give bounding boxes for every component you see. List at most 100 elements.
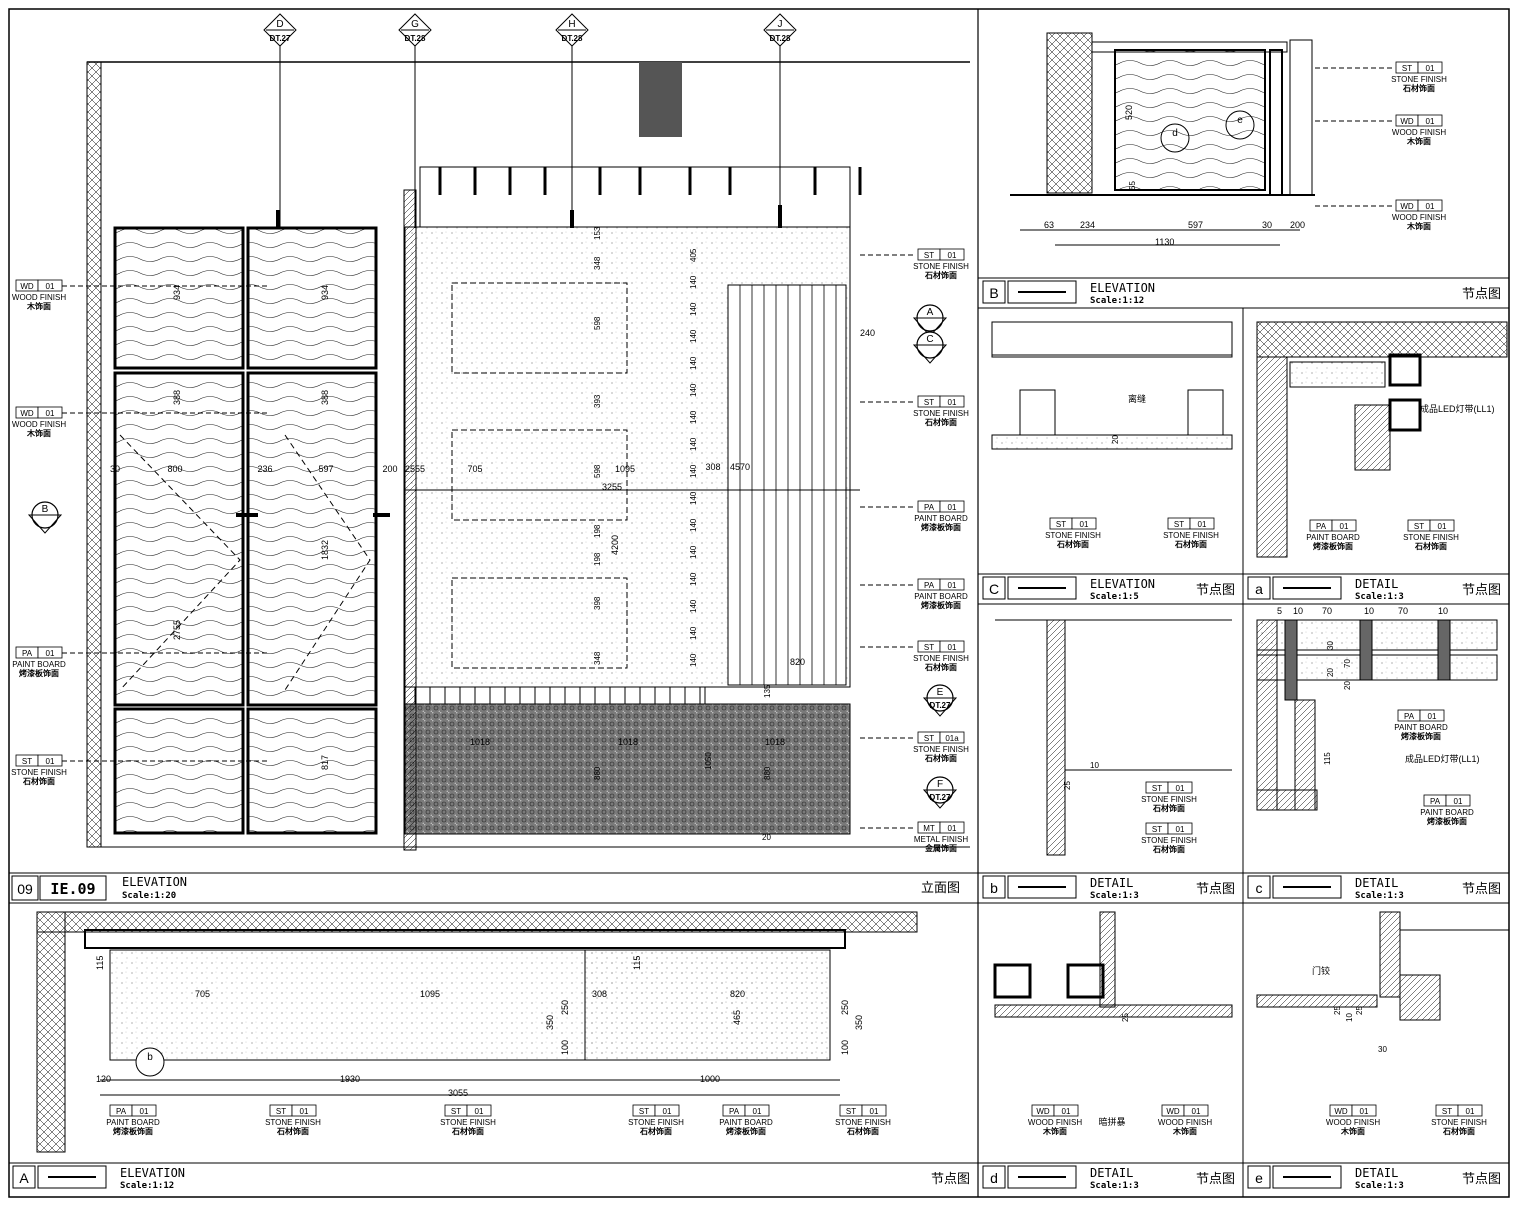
marker-ref: DT.27 <box>270 34 291 43</box>
tag-cn: 烤漆板饰面 <box>1427 816 1467 826</box>
panel-A-dim: 120 <box>96 1074 111 1084</box>
tag-num-box <box>1053 1104 1079 1117</box>
panel-a-note: 成品LED灯带(LL1) <box>1420 403 1495 414</box>
panel-B-drawing <box>1010 32 1315 246</box>
dim-bottom: 1018 <box>618 737 638 747</box>
dim-right-vertical: 140 <box>689 329 698 343</box>
panel-B-dim: 30 <box>1262 220 1272 230</box>
tag-cn: 石材饰面 <box>924 417 957 427</box>
tag-cn: 烤漆板饰面 <box>1401 731 1441 741</box>
tag-code: ST <box>924 734 934 743</box>
tag-code: PA <box>729 1107 740 1116</box>
marker-ref: DT.27 <box>930 793 951 802</box>
tag-en: STONE FINISH <box>1431 1118 1487 1127</box>
dim-center-vertical: 348 <box>593 256 602 270</box>
tag-en: PAINT BOARD <box>719 1118 773 1127</box>
tag-en: STONE FINISH <box>835 1118 891 1127</box>
tag-num-box <box>1183 1104 1209 1117</box>
dim-right-vertical: 140 <box>689 275 698 289</box>
panel-b-dim: 25 <box>1063 781 1072 790</box>
callout-letter: d <box>1172 128 1178 139</box>
panel-C-scale: Scale:1:5 <box>1090 592 1139 602</box>
tag-num: 01 <box>46 282 55 291</box>
tag-cn: 石材饰面 <box>1414 541 1447 551</box>
dim-right-vertical: 140 <box>689 545 698 559</box>
dim-row: 3255 <box>602 482 622 492</box>
tag-num: 01 <box>1192 1107 1201 1116</box>
dim-right-vertical: 140 <box>689 599 698 613</box>
dim-right-vertical: 140 <box>689 464 698 478</box>
marker-ref: DT.27 <box>930 701 951 710</box>
tag-cn: 烤漆板饰面 <box>19 668 59 678</box>
panel-C-kind: ELEVATION <box>1090 577 1155 591</box>
panel-A-dim: 100 <box>840 1040 850 1055</box>
dim-right-vertical: 140 <box>689 491 698 505</box>
panel-e-scale: Scale:1:3 <box>1355 1181 1404 1191</box>
panel-a-scale: Scale:1:3 <box>1355 592 1404 602</box>
panel-c-dim: 70 <box>1322 606 1332 616</box>
panel-c-dim: 70 <box>1343 659 1352 668</box>
tag-code: ST <box>1402 64 1412 73</box>
panel-c-drawing <box>1256 619 1498 811</box>
panel-c-dim: 10 <box>1293 606 1303 616</box>
marker-letter: D <box>276 19 283 30</box>
callout-letter: e <box>1237 115 1243 126</box>
panel-B-dim: 520 <box>1124 105 1134 120</box>
tag-num: 01 <box>1340 522 1349 531</box>
tag-cn: 烤漆板饰面 <box>113 1126 153 1136</box>
tag-num-box <box>939 578 965 591</box>
dim-left: 388 <box>320 390 330 405</box>
tag-num-box <box>939 640 965 653</box>
dim-center-vertical: 880 <box>593 766 602 780</box>
main-scale: Scale:1:20 <box>122 891 176 901</box>
tag-num: 01 <box>300 1107 309 1116</box>
dim-left: 934 <box>172 285 182 300</box>
tag-code: WD <box>1400 117 1414 126</box>
tag-code: WD <box>20 409 34 418</box>
tag-cn: 烤漆板饰面 <box>726 1126 766 1136</box>
dim-right-vertical: 140 <box>689 653 698 667</box>
tag-en: PAINT BOARD <box>106 1118 160 1127</box>
tag-code: ST <box>639 1107 649 1116</box>
dim-center-vertical: 598 <box>593 316 602 330</box>
tag-cn: 石材饰面 <box>1152 844 1185 854</box>
tag-num: 01 <box>753 1107 762 1116</box>
tag-en: WOOD FINISH <box>12 420 66 429</box>
dim-center-vertical: 598 <box>593 464 602 478</box>
tag-code: WD <box>20 282 34 291</box>
panel-e-title-cn: 节点图 <box>1462 1171 1501 1186</box>
tag-num: 01 <box>140 1107 149 1116</box>
dim-bottom: 1018 <box>470 737 490 747</box>
dim-row: 1095 <box>615 464 635 474</box>
tag-en: STONE FINISH <box>11 768 67 777</box>
tag-code: ST <box>1152 825 1162 834</box>
panel-A-kind: ELEVATION <box>120 1166 185 1180</box>
tag-num-box <box>1419 709 1445 722</box>
panel-A-dim: 115 <box>95 956 105 970</box>
panel-b-kind: DETAIL <box>1090 876 1133 890</box>
tag-en: STONE FINISH <box>1141 836 1197 845</box>
tag-cn: 烤漆板饰面 <box>1313 541 1353 551</box>
tag-num: 01a <box>945 734 959 743</box>
tag-cn: 石材饰面 <box>1442 1126 1475 1136</box>
tag-en: WOOD FINISH <box>1326 1118 1380 1127</box>
tag-code: WD <box>1166 1107 1180 1116</box>
marker-arrow <box>922 789 958 809</box>
panel-d-scale: Scale:1:3 <box>1090 1181 1139 1191</box>
tag-num: 01 <box>1426 64 1435 73</box>
tag-cn: 木饰面 <box>1340 1126 1365 1136</box>
sheet-frame <box>8 8 1510 1198</box>
dim-bottom: 1018 <box>765 737 785 747</box>
panel-b-letter-box <box>982 875 1006 899</box>
tag-num: 01 <box>948 398 957 407</box>
callout-letter: b <box>147 1052 153 1063</box>
panel-e-drawing <box>1256 911 1509 1021</box>
tag-num-box <box>1167 781 1193 794</box>
tag-num: 01 <box>1360 1107 1369 1116</box>
tag-cn: 石材饰面 <box>276 1126 309 1136</box>
tag-code: WD <box>1334 1107 1348 1116</box>
tag-code: ST <box>846 1107 856 1116</box>
tag-num-box <box>1457 1104 1483 1117</box>
tag-en: PAINT BOARD <box>1394 723 1448 732</box>
